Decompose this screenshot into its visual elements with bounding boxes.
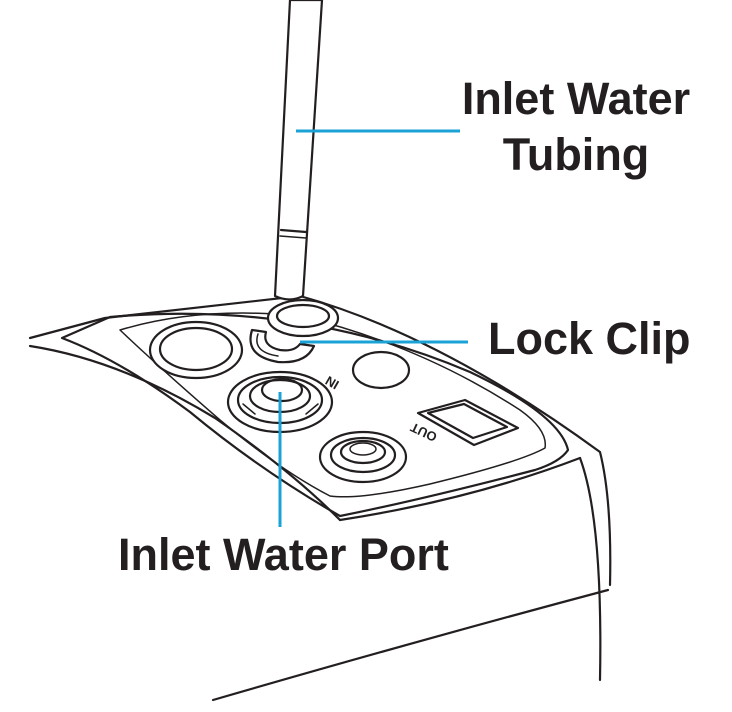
small-plug bbox=[351, 350, 411, 390]
tubing-socket bbox=[266, 298, 340, 338]
inlet-water-tubing bbox=[273, 0, 324, 301]
label-lock-clip: Lock Clip bbox=[488, 313, 691, 364]
lock-clip bbox=[249, 328, 316, 364]
label-inlet-port: Inlet Water Port bbox=[118, 529, 449, 580]
housing-body bbox=[28, 294, 612, 702]
square-plug bbox=[416, 398, 520, 447]
callout-inlet-tubing: Inlet Water Tubing bbox=[462, 73, 690, 180]
label-inlet-tubing-line2: Tubing bbox=[503, 129, 650, 180]
outlet-port bbox=[318, 430, 408, 484]
blank-port-left bbox=[148, 320, 244, 380]
in-marking: IN bbox=[323, 373, 342, 392]
label-inlet-tubing-line1: Inlet Water bbox=[462, 73, 690, 124]
leader-lines bbox=[278, 129, 468, 527]
